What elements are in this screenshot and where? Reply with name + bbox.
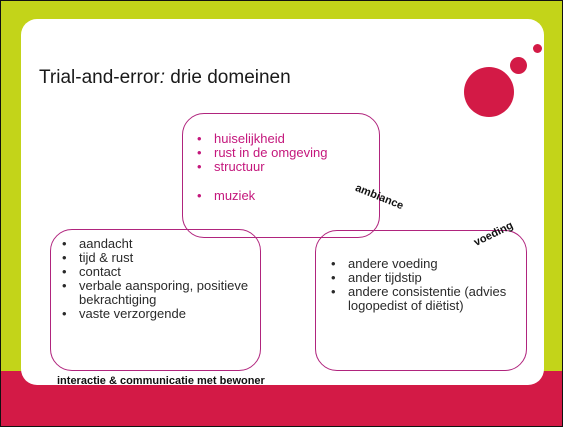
bullet-icon: • <box>331 270 336 285</box>
list-item: • andere consistentie (advies logopedist … <box>331 285 521 313</box>
logo-dot-large <box>464 67 514 117</box>
bullet-icon: • <box>62 278 67 293</box>
voeding-box <box>315 230 527 371</box>
list-item: • rust in de omgeving <box>197 146 377 160</box>
list-item: • aandacht <box>62 237 258 251</box>
slide-title: Trial-and-error: drie domeinen <box>39 67 291 89</box>
interactie-label: interactie & communicatie met bewoner <box>57 375 265 387</box>
list-item: • huiselijkheid <box>197 132 377 146</box>
bullet-icon: • <box>62 236 67 251</box>
list-item: • vaste verzorgende <box>62 307 258 321</box>
ambiance-list: • huiselijkheid • rust in de omgeving • str… <box>197 132 377 203</box>
title-main: Trial-and-error <box>39 67 160 88</box>
list-item: • muziek <box>197 189 377 203</box>
list-item: • andere voeding <box>331 257 521 271</box>
bullet-icon: • <box>197 159 202 174</box>
item-text: aandacht <box>79 236 133 251</box>
item-text: muziek <box>214 188 256 203</box>
bullet-icon: • <box>62 264 67 279</box>
title-colon: : <box>159 67 165 88</box>
list-item: • verbale aansporing, positieve bekrachti… <box>62 279 258 307</box>
logo-dot-small <box>533 44 542 53</box>
interactie-list: • aandacht • tijd & rust • contact • verbale… <box>62 237 258 321</box>
logo-dot-medium <box>510 57 527 74</box>
bullet-icon: • <box>197 188 202 203</box>
slide-card <box>21 19 544 385</box>
list-item: • tijd & rust <box>62 251 258 265</box>
ambiance-box <box>182 113 380 238</box>
bullet-icon: • <box>331 256 336 271</box>
item-text: verbale aansporing, positieve bekrachtig… <box>79 278 249 307</box>
title-rest: drie domeinen <box>165 67 291 88</box>
bullet-icon: • <box>197 131 202 146</box>
item-text: ander tijdstip <box>348 270 422 285</box>
list-item: • structuur <box>197 160 377 174</box>
voeding-list: • andere voeding • ander tijdstip • andere … <box>331 257 521 313</box>
item-text: structuur <box>214 159 265 174</box>
item-text: andere consistentie (advies logopedist o… <box>348 284 507 313</box>
item-text: contact <box>79 264 121 279</box>
interactie-box <box>50 229 261 371</box>
bullet-icon: • <box>62 306 67 321</box>
bullet-icon: • <box>197 145 202 160</box>
item-text: tijd & rust <box>79 250 134 265</box>
bullet-icon: • <box>331 284 336 299</box>
item-text: huiselijkheid <box>214 131 285 146</box>
list-item: • contact <box>62 265 258 279</box>
list-item: • ander tijdstip <box>331 271 521 285</box>
bullet-icon: • <box>62 250 67 265</box>
item-text: andere voeding <box>348 256 438 271</box>
item-text: rust in de omgeving <box>214 145 328 160</box>
item-text: vaste verzorgende <box>79 306 186 321</box>
